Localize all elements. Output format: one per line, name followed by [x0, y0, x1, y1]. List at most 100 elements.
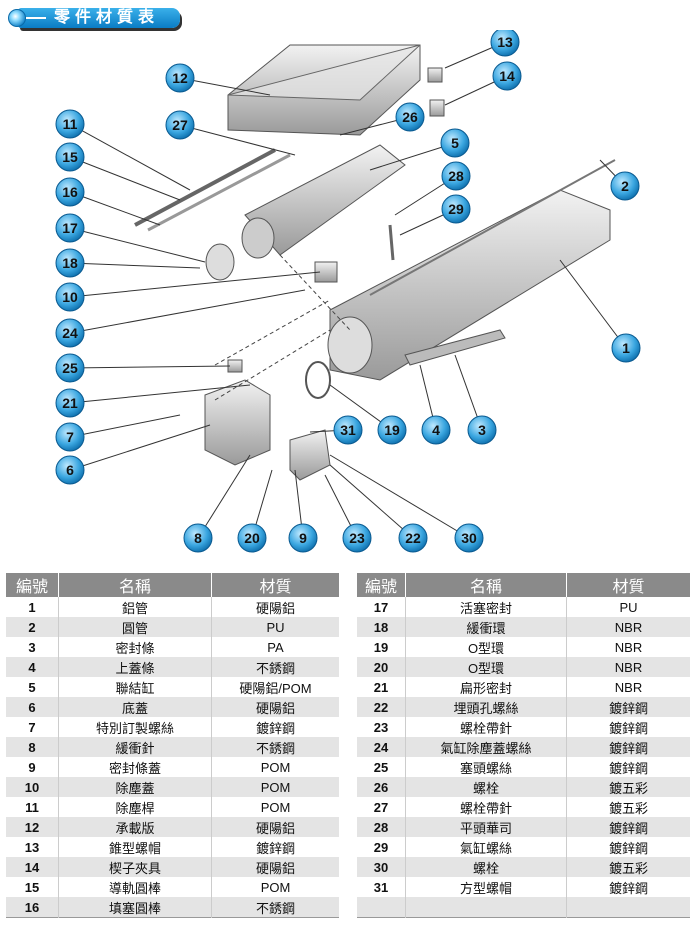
diagram-parts	[134, 44, 616, 481]
part-number: 24	[357, 737, 406, 757]
header-number: 編號	[6, 573, 59, 597]
part-name: 楔子夾具	[58, 857, 212, 877]
part-name: 除塵蓋	[58, 777, 212, 797]
callout-label: 6	[66, 462, 74, 478]
callout-label: 2	[621, 178, 629, 194]
callout-label: 29	[448, 201, 464, 217]
part-material: 鍍鋅鋼	[566, 877, 690, 897]
part-number: 13	[24, 839, 40, 855]
callout-16: 16	[55, 177, 85, 207]
callout-label: 16	[62, 184, 78, 200]
callout-17: 17	[55, 213, 85, 243]
part-number: 11	[25, 799, 39, 815]
callout-18: 18	[55, 248, 85, 278]
callout-6: 6	[55, 455, 85, 485]
callout-label: 13	[497, 34, 513, 50]
part-material: 鍍五彩	[566, 857, 690, 877]
callout-label: 17	[62, 220, 78, 236]
part-name: 錐型螺帽	[58, 837, 212, 857]
callout-3: 3	[467, 415, 497, 445]
part-material: PU	[211, 617, 339, 637]
part-name: 平頭華司	[405, 817, 567, 837]
part-number: 21	[373, 679, 389, 695]
table-row	[357, 897, 690, 918]
dust-rod	[134, 148, 276, 227]
seal-strip-cover	[289, 429, 331, 481]
part-material: 鍍鋅鋼	[566, 817, 690, 837]
part-material: NBR	[566, 677, 690, 697]
callout-circle	[55, 109, 85, 139]
callout-label: 8	[194, 530, 202, 546]
part-name: 承載版	[58, 817, 212, 837]
part-number: 2	[6, 617, 59, 637]
callout-circle	[55, 422, 85, 452]
part-material: NBR	[566, 617, 690, 637]
part-number: 15	[24, 879, 40, 895]
part-name: 除塵桿	[58, 797, 212, 817]
callout-circle	[490, 30, 520, 57]
part-number: 12	[6, 817, 59, 837]
callout-22: 22	[398, 523, 428, 553]
callout-label: 20	[244, 530, 260, 546]
part-number: 23	[373, 719, 389, 735]
leader-line	[197, 454, 251, 539]
part-number: 4	[6, 657, 59, 677]
part-number: 29	[373, 839, 389, 855]
callout-circle	[55, 142, 85, 172]
part-number: 19	[373, 639, 389, 655]
callout-label: 24	[62, 325, 78, 341]
part-name: 螺栓	[405, 857, 567, 877]
leader-line	[69, 289, 306, 334]
callout-label: 26	[402, 109, 418, 125]
callout-circle	[395, 102, 425, 132]
part-number: 16	[6, 897, 59, 918]
callout-31: 31	[333, 415, 363, 445]
callout-25: 25	[55, 353, 85, 383]
part-material: 不銹鋼	[211, 897, 339, 918]
callout-label: 14	[499, 68, 515, 84]
callout-circle	[165, 63, 195, 93]
callout-13: 13	[490, 30, 520, 57]
callout-26: 26	[395, 102, 425, 132]
section-title: 零件材質表	[8, 6, 180, 30]
part-name: 導軌圓棒	[58, 877, 212, 897]
part-material: 硬陽鋁	[211, 697, 339, 717]
leader-line	[69, 365, 231, 369]
leader-line	[179, 124, 296, 156]
callout-8: 8	[183, 523, 213, 553]
part-name: 密封條蓋	[58, 757, 212, 777]
callout-label: 27	[172, 117, 188, 133]
part-material: 鍍五彩	[566, 777, 690, 797]
part-number: 8	[6, 737, 59, 757]
callout-circle	[492, 61, 522, 91]
part-number: 26	[357, 777, 406, 797]
callout-15: 15	[55, 142, 85, 172]
seal-strip	[404, 329, 506, 366]
part-material: PU	[566, 597, 690, 617]
callout-14: 14	[492, 61, 522, 91]
part-number	[357, 897, 406, 918]
part-name: 扁形密封	[405, 677, 567, 697]
part-material: 鍍五彩	[566, 797, 690, 817]
callout-label: 7	[66, 429, 74, 445]
part-name: 方型螺帽	[405, 877, 567, 897]
part-name: 聯結缸	[58, 677, 212, 697]
part-number: 3	[28, 639, 36, 655]
callout-circle	[342, 523, 372, 553]
callout-label: 3	[478, 422, 486, 438]
part-name: 鋁管	[58, 597, 212, 617]
callout-4: 4	[421, 415, 451, 445]
